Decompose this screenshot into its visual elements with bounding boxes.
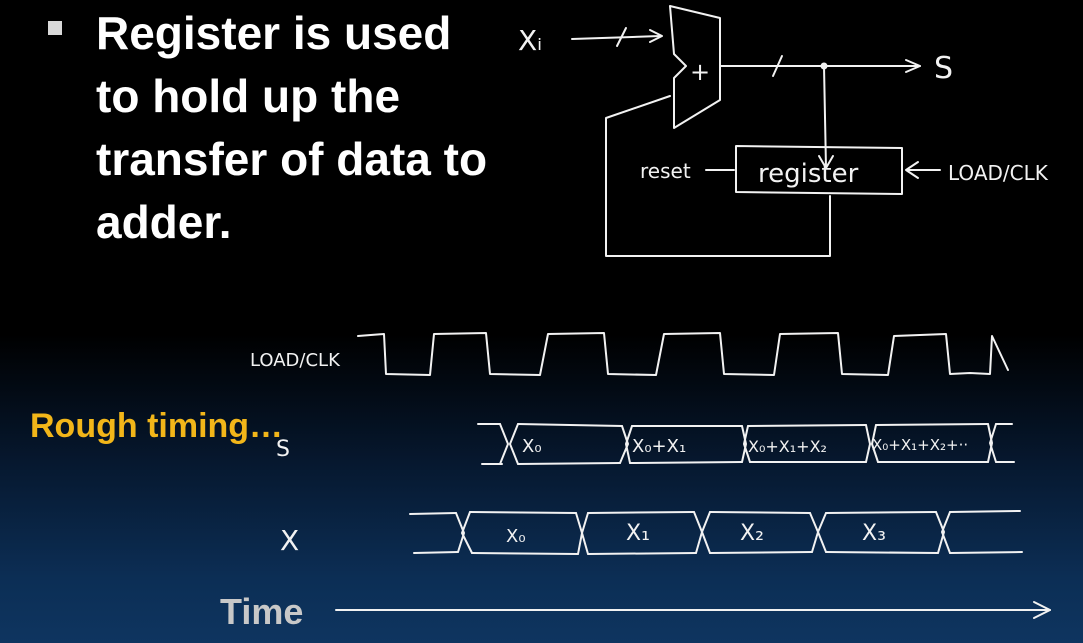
register-input-arrowhead bbox=[818, 155, 834, 169]
x-value-1: X₁ bbox=[626, 521, 650, 546]
x-bus-lower bbox=[413, 551, 1023, 555]
x-bus-upper bbox=[409, 510, 1021, 515]
junction-dot bbox=[820, 62, 828, 70]
s-value-3: X₀+X₁+X₂+·· bbox=[872, 436, 968, 454]
register-label: register bbox=[758, 159, 859, 189]
bus-slash bbox=[616, 27, 627, 47]
clk-waveform-label: LOAD/CLK bbox=[250, 350, 341, 371]
input-arrowhead bbox=[649, 29, 663, 43]
s-value-0: X₀ bbox=[522, 436, 542, 457]
x-value-2: X₂ bbox=[740, 521, 764, 546]
register-input-wire bbox=[823, 65, 827, 169]
bus-slash bbox=[772, 55, 783, 77]
x-value-0: X₀ bbox=[506, 526, 526, 547]
s-waveform-label: S bbox=[276, 437, 290, 462]
s-value-2: X₀+X₁+X₂ bbox=[748, 437, 827, 456]
input-label: Xᵢ bbox=[518, 24, 542, 57]
clock-arrowhead bbox=[905, 161, 919, 179]
time-axis-arrowhead bbox=[1033, 601, 1051, 619]
s-value-1: X₀+X₁ bbox=[632, 436, 686, 457]
reset-label: reset bbox=[640, 159, 691, 183]
clock-waveform bbox=[357, 332, 1009, 376]
s-bus-lower bbox=[481, 461, 1015, 465]
adder-plus-label: + bbox=[690, 58, 710, 86]
feedback-wire bbox=[605, 95, 831, 257]
bullet-square-icon bbox=[48, 21, 62, 35]
x-waveform-label: X bbox=[280, 524, 299, 557]
register-box bbox=[735, 145, 903, 195]
output-label: S bbox=[934, 51, 953, 86]
input-wire bbox=[571, 35, 661, 40]
output-arrowhead bbox=[905, 59, 921, 73]
clock-input-label: LOAD/CLK bbox=[948, 161, 1049, 185]
time-label: Time bbox=[220, 591, 304, 632]
bullet-text: Register is used to hold up the transfer… bbox=[96, 7, 488, 248]
adder-shape bbox=[669, 5, 721, 129]
rough-timing-label: Rough timing… bbox=[30, 407, 284, 445]
x-value-3: X₃ bbox=[862, 521, 886, 546]
x-transitions bbox=[455, 511, 951, 555]
s-bus-upper bbox=[477, 423, 1013, 427]
s-transitions bbox=[499, 423, 997, 465]
